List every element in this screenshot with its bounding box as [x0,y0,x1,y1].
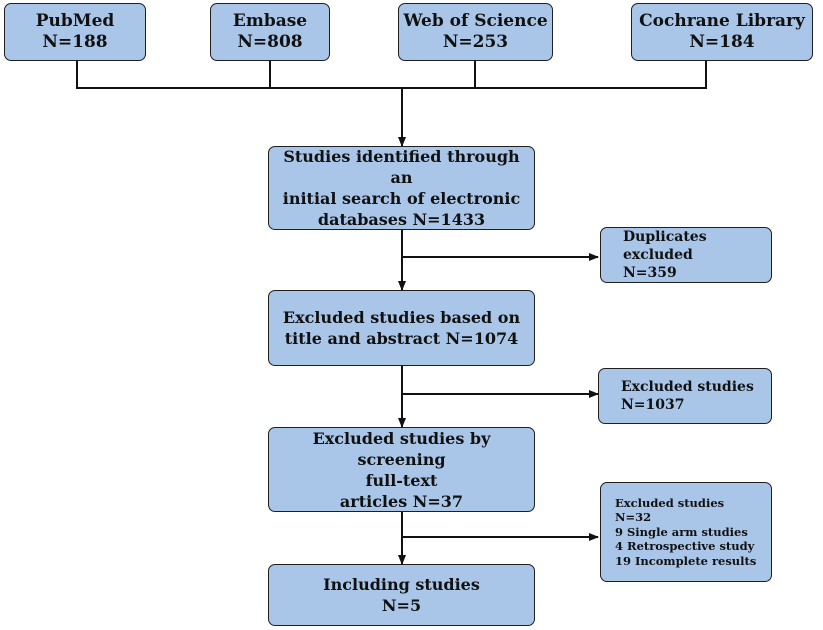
source-count: N=253 [442,32,509,52]
source-bracket [76,61,707,89]
source-count: N=184 [689,32,755,52]
source-count: N=188 [42,32,108,52]
source-embase: Embase N=808 [210,3,330,61]
box-excluded-detail: Excluded studies N=32 9 Single arm studi… [600,482,772,582]
box-full-text: Excluded studies by screening full-text … [268,427,535,512]
source-web-of-science: Web of Science N=253 [398,3,553,61]
source-count: N=808 [237,32,303,52]
source-name: Cochrane Library [639,11,805,31]
box-title-abstract: Excluded studies based on title and abst… [268,290,535,366]
box-included: Including studies N=5 [268,564,535,626]
source-cochrane-library: Cochrane Library N=184 [631,3,813,61]
source-name: Embase [232,11,308,31]
source-name: PubMed [35,11,115,31]
source-name: Web of Science [403,11,548,31]
source-pubmed: PubMed N=188 [4,3,146,61]
box-duplicates-excluded: Duplicates excluded N=359 [600,227,772,283]
box-identified: Studies identified through an initial se… [268,146,535,230]
box-excluded-1037: Excluded studies N=1037 [598,368,772,424]
